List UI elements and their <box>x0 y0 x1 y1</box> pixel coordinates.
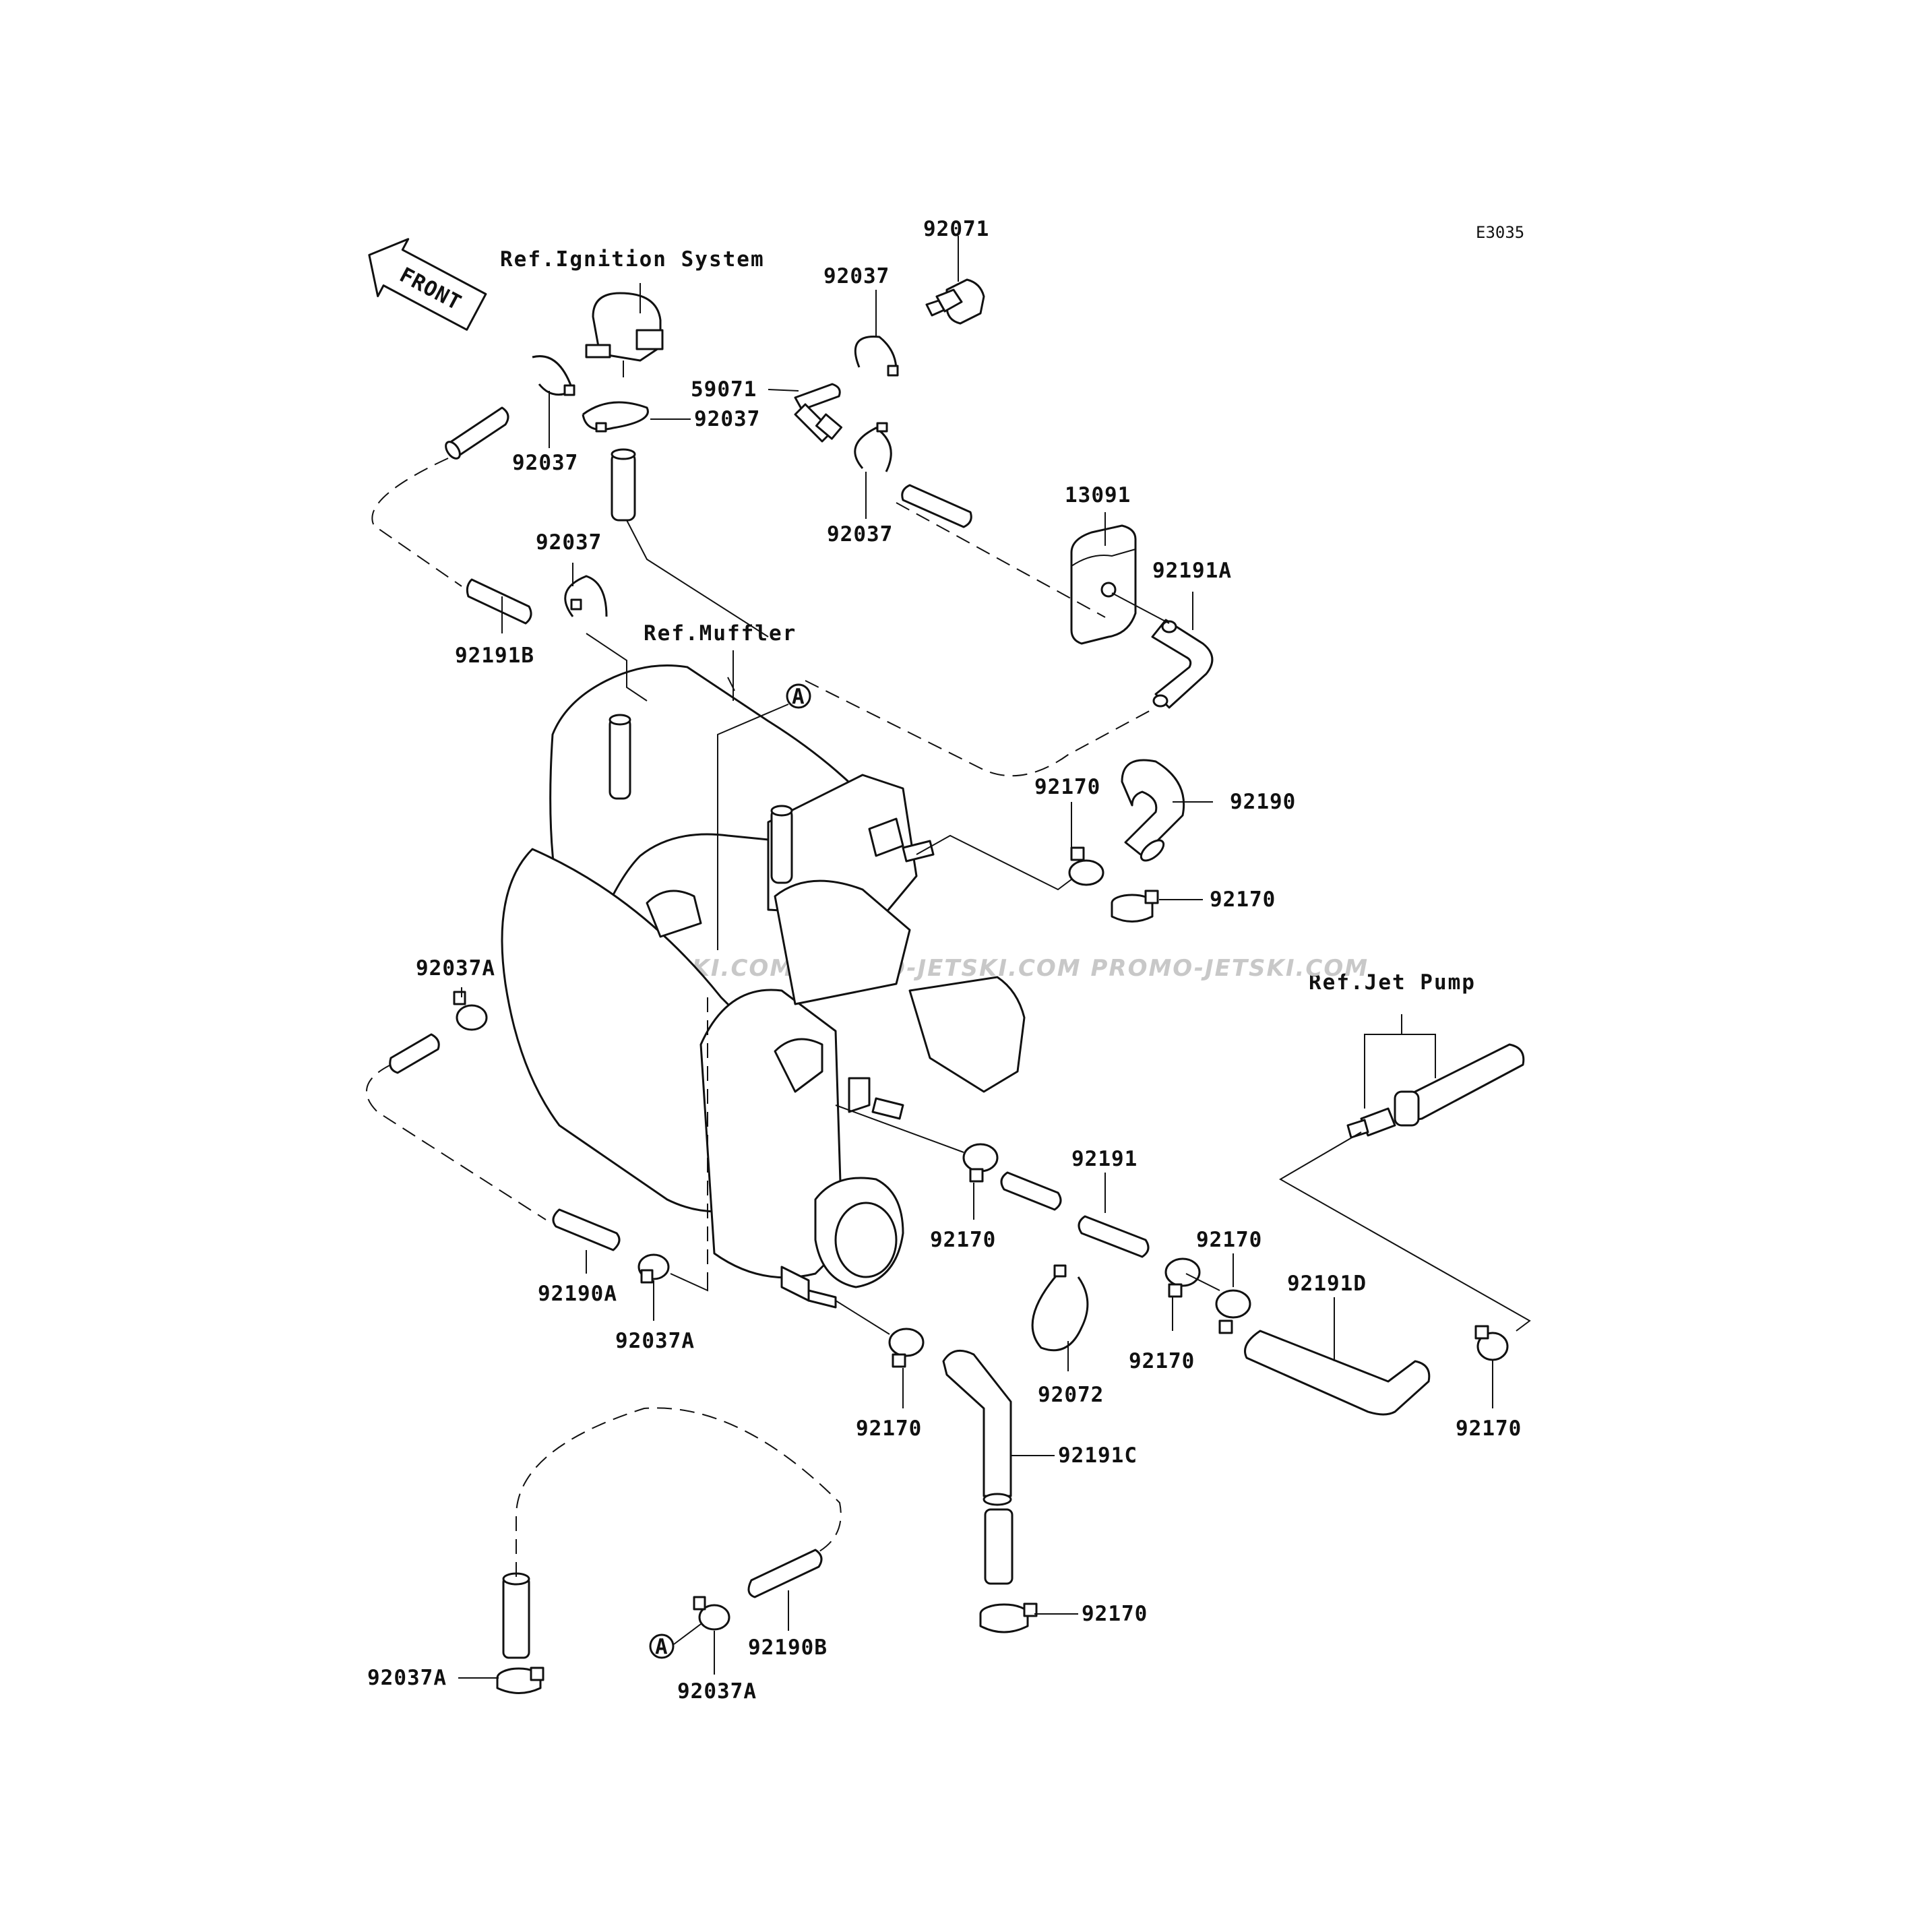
label-leaders <box>458 239 1493 1679</box>
ignition-tee-fitting <box>585 283 664 377</box>
label-92037-left: 92037 <box>512 451 578 475</box>
clamp-92170-a-icon <box>1068 846 1104 886</box>
hose-92191D-icon <box>1244 1330 1431 1416</box>
leader-lines <box>366 458 1531 1645</box>
label-92037-lower: 92037 <box>827 522 893 547</box>
clamp-92170-d-icon <box>1164 1257 1201 1298</box>
ref-muffler: Ref.Muffler <box>644 621 797 646</box>
clamp-92170-h-icon <box>979 1602 1038 1633</box>
joint-59071-icon <box>794 383 843 443</box>
label-92037-mid: 92037 <box>694 407 760 431</box>
label-92037A-d: 92037A <box>677 1679 757 1704</box>
clamp-92037A-a-icon <box>453 991 488 1031</box>
hose-92191A-icon <box>1151 619 1214 709</box>
clamp-92170-e-icon <box>1215 1289 1251 1334</box>
clamp-92037A-c-icon <box>496 1666 544 1694</box>
label-92170-h: 92170 <box>1082 1602 1148 1626</box>
clamp-92170-f-icon <box>1474 1325 1509 1361</box>
label-92191A: 92191A <box>1152 559 1232 583</box>
ref-jet-pump: Ref.Jet Pump <box>1309 970 1476 995</box>
clamp-92037-mid-icon <box>854 422 892 472</box>
label-92190: 92190 <box>1230 790 1296 814</box>
strap-92072-icon <box>1031 1264 1089 1352</box>
front-arrow-icon: FRONT <box>368 238 487 331</box>
hose-segment-under-tee <box>611 448 636 522</box>
callout-marker-a-top-text: A <box>792 685 805 709</box>
label-59071: 59071 <box>691 377 757 402</box>
hose-segment-top-left <box>445 406 509 460</box>
label-13091: 13091 <box>1065 483 1131 507</box>
clamp-92037-top-icon <box>854 336 899 377</box>
clamp-92170-g-icon <box>888 1328 925 1368</box>
label-92037A-c: 92037A <box>367 1666 447 1690</box>
hose-92190-icon <box>1121 759 1185 862</box>
label-92037-b: 92037 <box>536 530 602 555</box>
label-92190B: 92190B <box>748 1635 828 1660</box>
label-92170-g: 92170 <box>1456 1416 1522 1441</box>
clamp-92170-b-icon <box>1111 890 1159 923</box>
label-92170-d: 92170 <box>1196 1228 1262 1252</box>
label-92072: 92072 <box>1038 1383 1104 1407</box>
label-92170-e: 92170 <box>1129 1349 1195 1373</box>
clamp-92037-icon <box>582 401 649 433</box>
hose-segment-top-right <box>901 484 972 528</box>
label-92191C: 92191C <box>1058 1443 1138 1468</box>
fitting-92071-icon <box>925 236 985 325</box>
hose-92191B-icon <box>466 578 532 625</box>
label-92170-a: 92170 <box>1034 775 1100 799</box>
ref-ignition-system: Ref.Ignition System <box>500 247 765 272</box>
callout-marker-a-top: A <box>717 683 811 950</box>
label-92170-c: 92170 <box>930 1228 996 1252</box>
clamp-92037A-b-icon <box>637 1253 670 1284</box>
callout-marker-a-bottom-text: A <box>655 1635 668 1659</box>
clamp-92170-c-icon <box>962 1143 999 1183</box>
hose-92191-icon <box>1000 1171 1150 1258</box>
label-92071: 92071 <box>923 217 989 241</box>
label-92190A: 92190A <box>538 1282 617 1306</box>
hose-segment-left <box>389 1033 440 1074</box>
hose-92191C-icon <box>942 1349 1014 1585</box>
label-92170-f: 92170 <box>856 1416 922 1441</box>
clamp-92037-lower-icon <box>564 575 608 617</box>
hose-92190B-icon <box>747 1549 823 1598</box>
label-92170-b: 92170 <box>1210 887 1276 912</box>
label-92191D: 92191D <box>1287 1272 1367 1296</box>
jet-pump-fitting-icon <box>1346 1043 1525 1139</box>
callout-marker-a-bottom: A <box>649 1633 675 1659</box>
hose-92190A-icon <box>552 1208 621 1251</box>
manifold-body <box>501 664 1026 1309</box>
part-13091-icon <box>1070 524 1137 645</box>
clamp-92037A-d-icon <box>693 1596 730 1631</box>
label-92191B: 92191B <box>455 644 534 668</box>
label-92037A-a: 92037A <box>416 956 495 980</box>
clamp-92037-left-icon <box>532 355 575 396</box>
label-92037A-b: 92037A <box>615 1329 695 1353</box>
diagram-code: E3035 <box>1476 223 1524 242</box>
hose-segment-bottom-left <box>502 1572 530 1659</box>
label-92191: 92191 <box>1071 1147 1138 1171</box>
label-92037-top: 92037 <box>823 264 890 288</box>
part-labels: 92071 92037 59071 92037 92037 92037 9203… <box>367 217 1522 1704</box>
